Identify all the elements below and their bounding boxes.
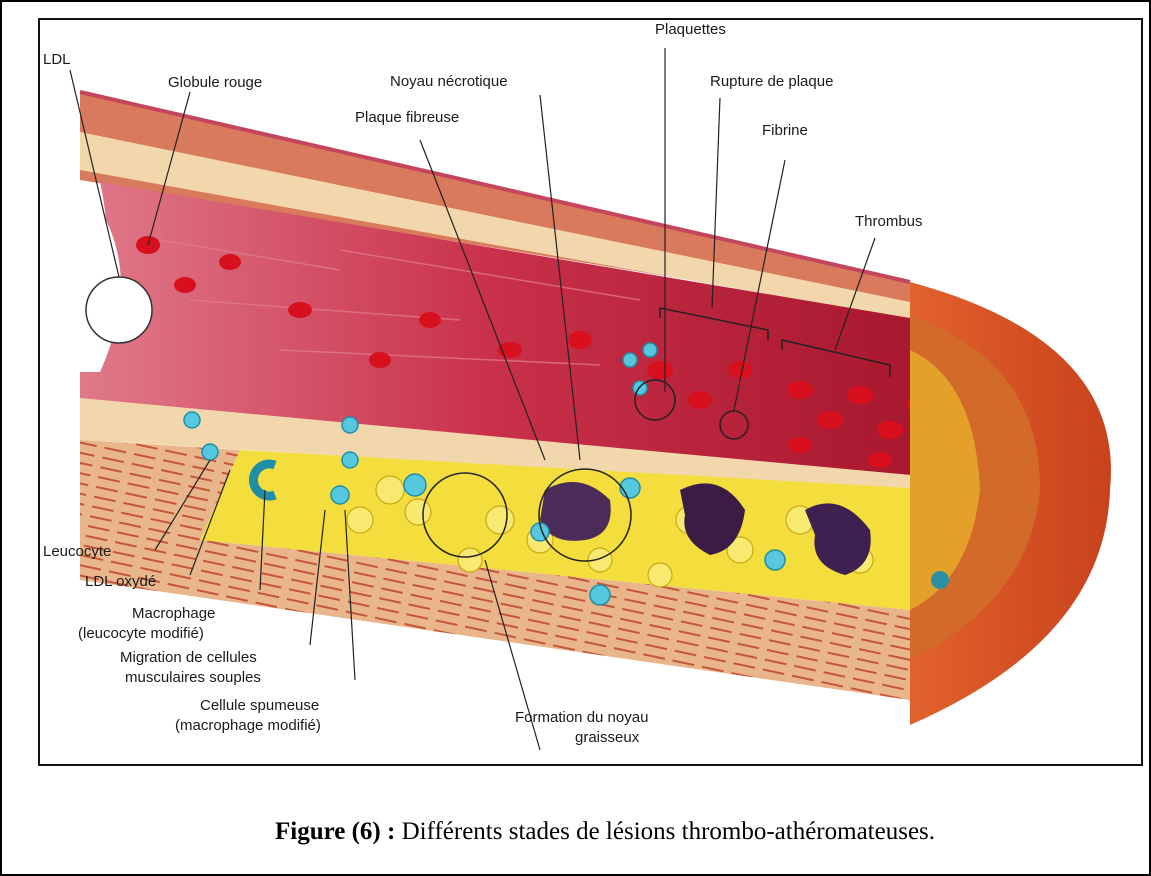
label-ldl-oxyde: LDL oxydé — [85, 573, 156, 590]
label-migration-2: musculaires souples — [125, 669, 261, 686]
label-migration: Migration de cellules — [120, 649, 257, 666]
label-thrombus: Thrombus — [855, 213, 923, 230]
label-macrophage: Macrophage — [132, 605, 215, 622]
label-cellule-spumeuse: Cellule spumeuse — [200, 697, 319, 714]
caption-text: Différents stades de lésions thrombo-ath… — [395, 818, 935, 845]
caption-label: Figure (6) : — [275, 818, 395, 845]
label-leucocyte: Leucocyte — [43, 543, 111, 560]
label-rupture-de-plaque: Rupture de plaque — [710, 73, 833, 90]
label-formation-noyau-2: graisseux — [575, 729, 640, 746]
label-plaque-fibreuse: Plaque fibreuse — [355, 109, 459, 126]
label-plaquettes: Plaquettes — [655, 21, 726, 38]
artery-illustration: LDL Globule rouge Noyau nécrotique Plaqu… — [40, 20, 1143, 766]
label-ldl: LDL — [43, 51, 71, 68]
label-formation-noyau: Formation du noyau — [515, 709, 648, 726]
label-cellule-spumeuse-note: (macrophage modifié) — [175, 717, 321, 734]
label-macrophage-note: (leucocyte modifié) — [78, 625, 204, 642]
figure-frame: LDL Globule rouge Noyau nécrotique Plaqu… — [38, 18, 1143, 766]
label-fibrine: Fibrine — [762, 122, 808, 139]
label-globule-rouge: Globule rouge — [168, 74, 262, 91]
figure-caption: Figure (6) : Différents stades de lésion… — [275, 818, 935, 846]
label-noyau-necrotique: Noyau nécrotique — [390, 73, 508, 90]
